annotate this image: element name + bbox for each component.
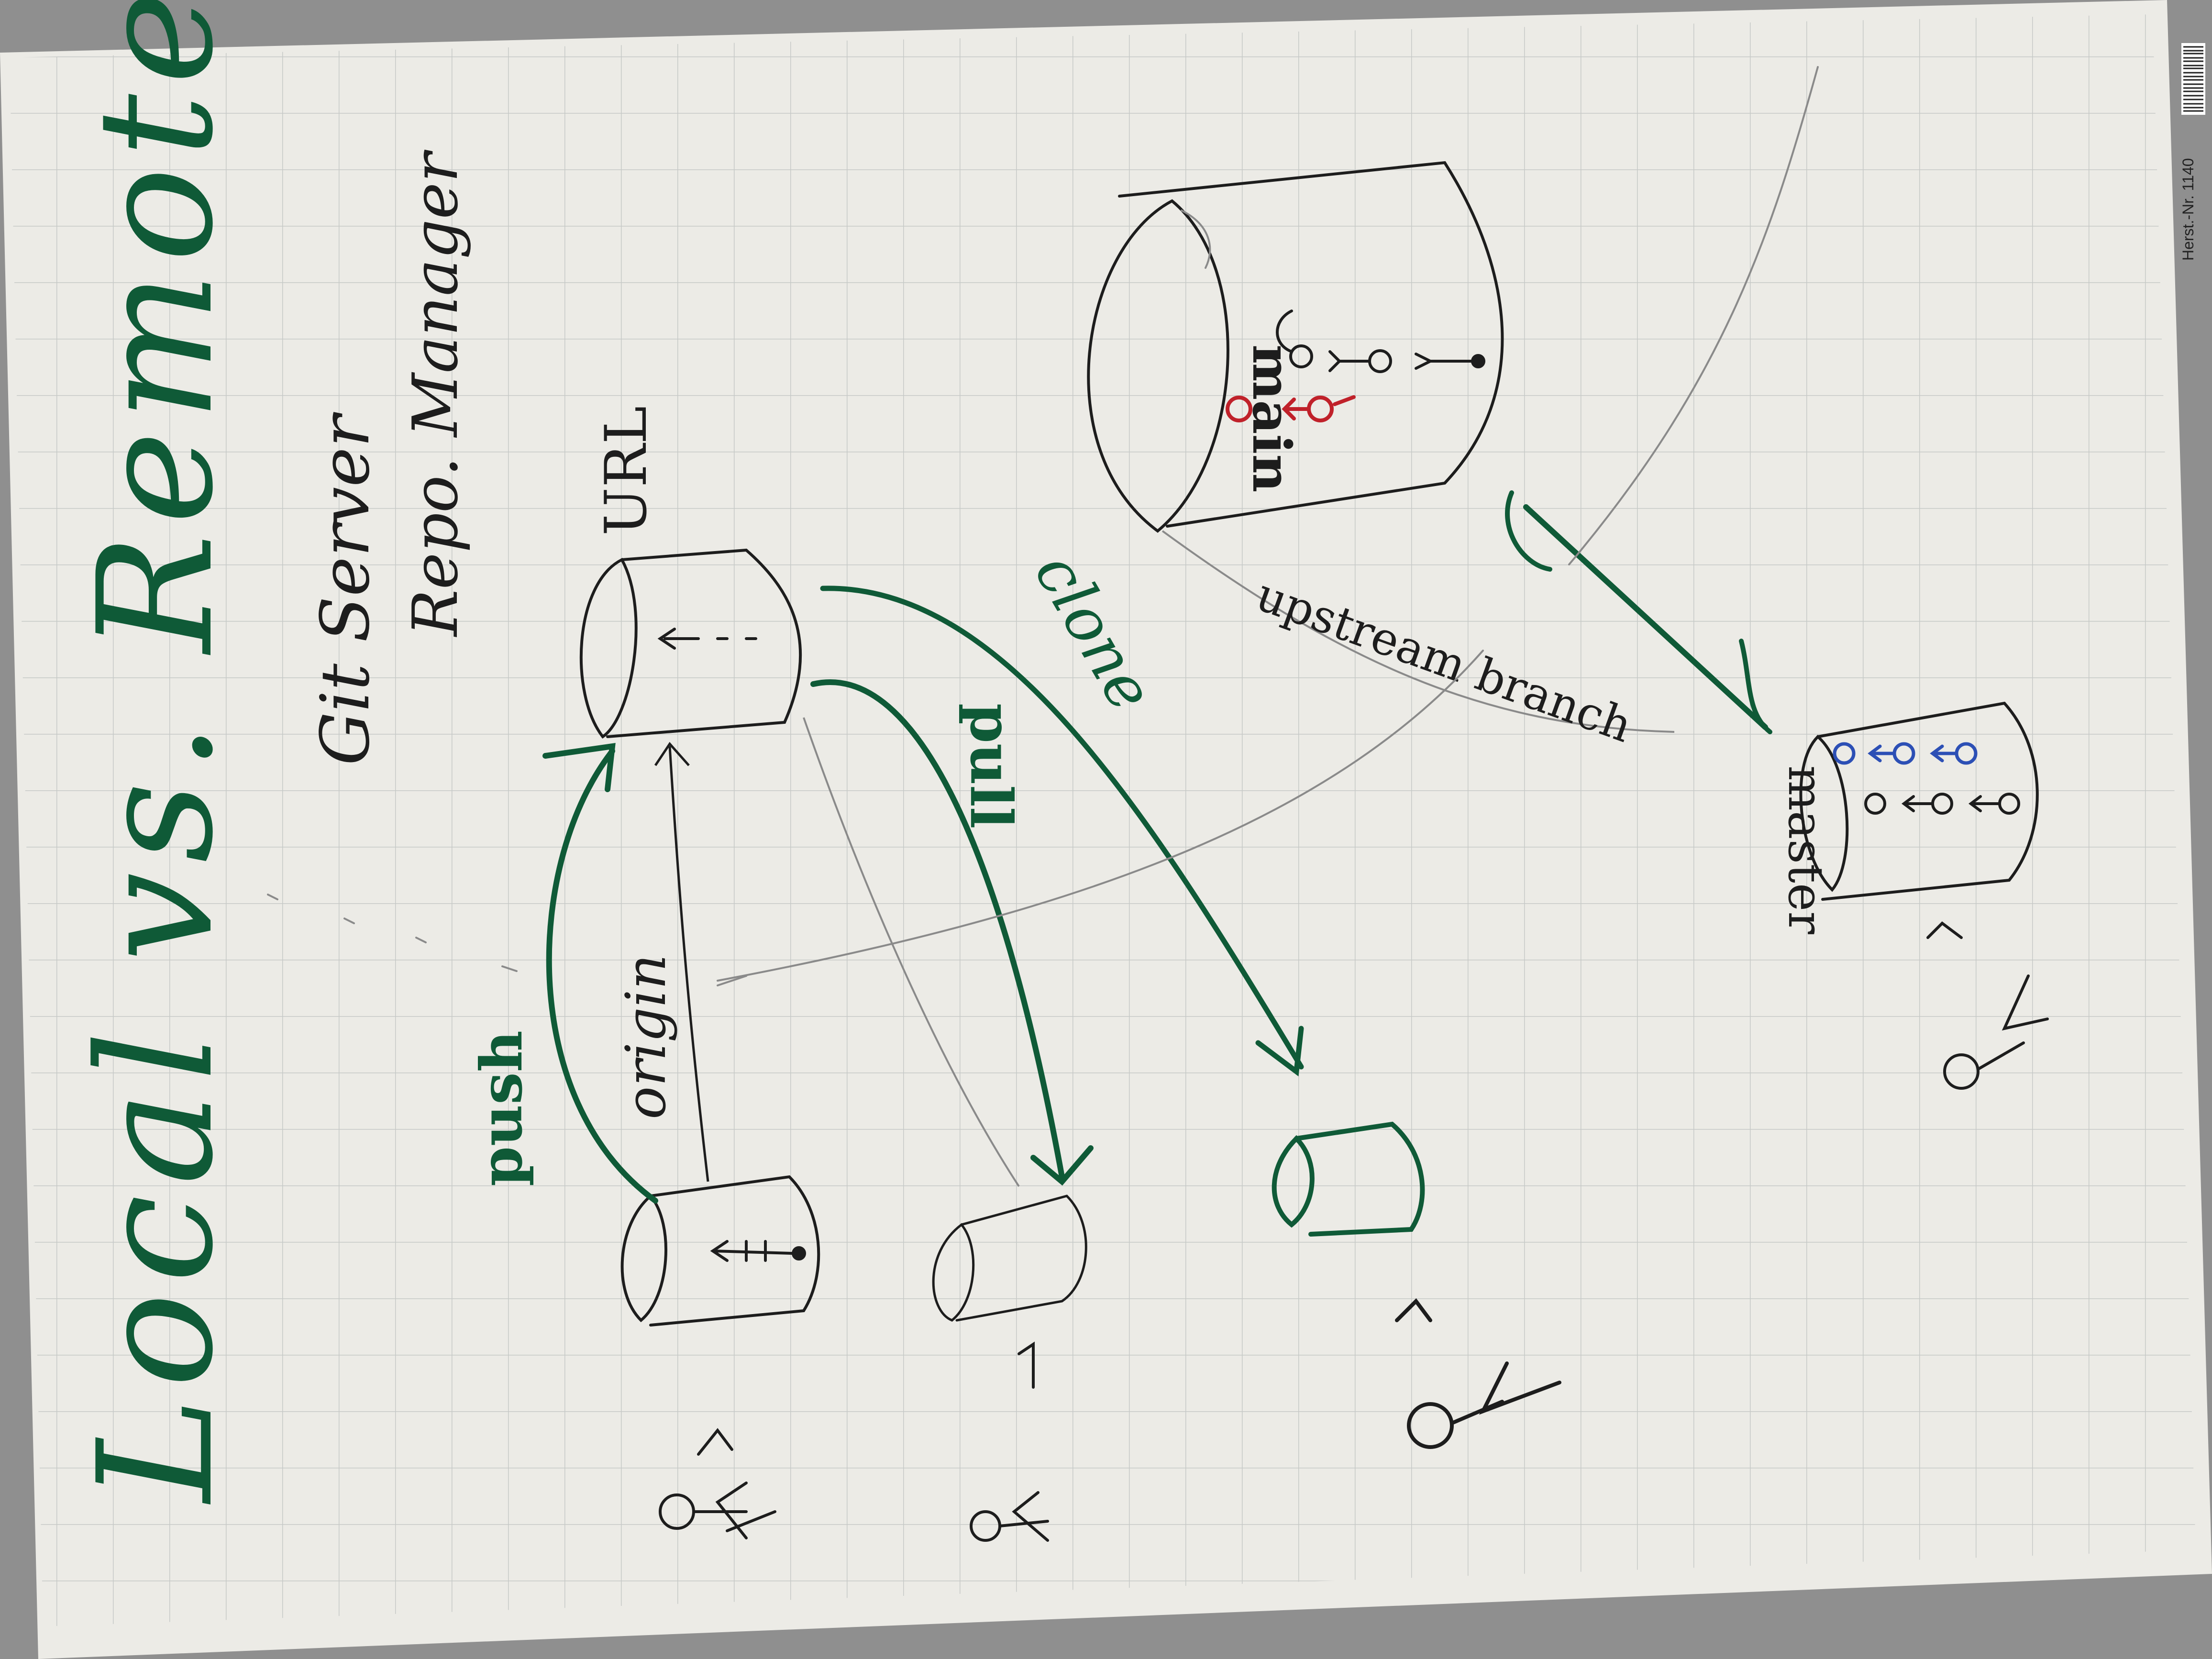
master-branch-label: master	[1778, 765, 1834, 934]
blue-commits	[1833, 742, 1978, 765]
barcode	[2181, 43, 2205, 115]
push-arrow	[546, 748, 658, 1204]
subtitle-repo-manager: Repo. Manager	[399, 149, 472, 637]
url-label: URL	[593, 406, 660, 536]
origin-label: origin	[614, 954, 678, 1119]
local-repo-pull	[932, 1194, 1087, 1322]
diagram-title: Local vs. Remote Repo	[64, 0, 248, 1504]
user-figure-4	[1926, 921, 2049, 1090]
master-local-repo	[1799, 701, 2039, 901]
server-repo	[1087, 161, 1504, 533]
paper-grid	[10, 14, 2196, 1626]
central-remote-repo	[579, 548, 802, 739]
pencil-sketch-lines	[267, 66, 1819, 986]
user-figure-1	[659, 1428, 776, 1539]
origin-link	[668, 746, 709, 1182]
pull-arrow	[810, 679, 1065, 1180]
cloned-repo	[1272, 1121, 1425, 1237]
upstream-arc	[1161, 530, 1675, 733]
sync-arrowhead-top	[1505, 490, 1552, 572]
push-arrowhead	[542, 742, 616, 792]
paper-mark-text: Herst.-Nr. 1140	[2179, 158, 2197, 261]
user-figure-3	[1395, 1298, 1561, 1449]
push-label: push	[468, 1030, 535, 1186]
user-figure-2	[970, 1341, 1049, 1542]
sync-double-arrow	[1523, 504, 1768, 730]
subtitle-git-server: Git Server	[307, 412, 385, 765]
clone-arrow	[820, 586, 1304, 1070]
origin-arrowhead	[654, 741, 690, 766]
pull-pencil-line	[803, 717, 1020, 1187]
clone-arrowhead	[1255, 1026, 1304, 1077]
red-commits	[1226, 395, 1356, 422]
local-repo-push	[620, 1175, 820, 1327]
pull-arrowhead	[1030, 1145, 1094, 1186]
pull-label: pull	[957, 703, 1025, 829]
sync-arrowhead-bottom	[1739, 639, 1772, 734]
